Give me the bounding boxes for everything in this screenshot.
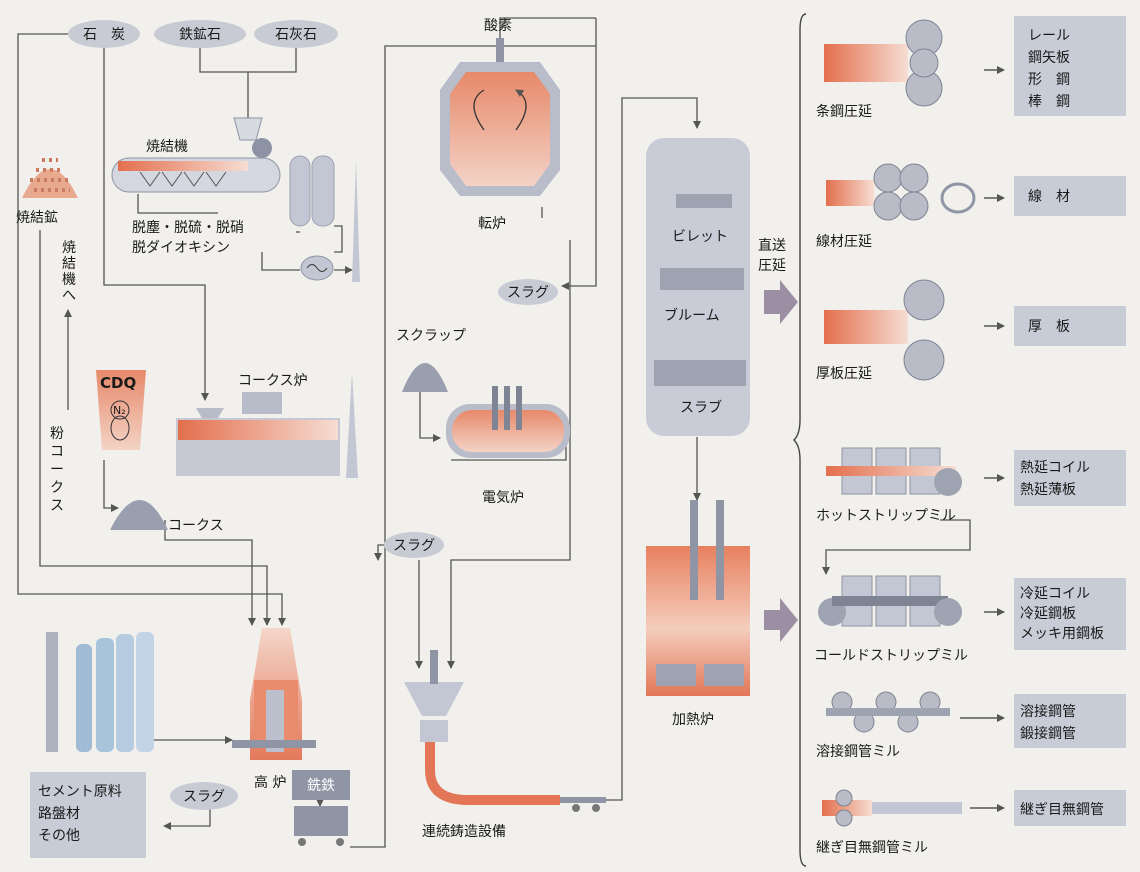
byproduct-2: 路盤材 <box>38 806 80 822</box>
coke-fines-4: ク <box>50 480 64 496</box>
mill-section-bar: 条鋼圧延 レール 鋼矢板 形 鋼 棒 鋼 <box>816 16 1126 120</box>
precipitator-1 <box>290 156 310 226</box>
billet-bar <box>676 194 732 208</box>
mill-name-2: 線材圧延 <box>816 234 872 250</box>
to-sinter-machine-3: 機 <box>62 272 76 288</box>
mill-name-1: 条鋼圧延 <box>816 103 872 120</box>
electric-furnace-label: 電気炉 <box>482 490 524 506</box>
coke-fines-2: コ <box>50 444 64 460</box>
blast-furnace-section: 高 炉 銑鉄 スラグ セメント原料 路盤材 その他 <box>30 628 350 858</box>
iron-ore-label: 鉄鉱石 <box>179 26 221 43</box>
product-5-3: メッキ用鋼板 <box>1020 626 1104 642</box>
pig-iron-label: 銑鉄 <box>307 777 335 794</box>
product-1-4: 棒 鋼 <box>1028 94 1070 110</box>
eaf-slag-label: スラグ <box>393 538 435 554</box>
continuous-casting-label: 連続鋳造設備 <box>422 823 506 840</box>
limestone-label: 石灰石 <box>275 27 317 43</box>
treatment-line2: 脱ダイオキシン <box>132 240 230 256</box>
mill-wire-rod: 線材圧延 線 材 <box>816 164 1126 250</box>
coke-oven-label: コークス炉 <box>238 373 308 389</box>
mill-plate: 厚板圧延 厚 板 <box>816 280 1126 382</box>
mill-name-4: ホットストリップミル <box>816 508 956 524</box>
tundish <box>404 682 464 716</box>
sinter-stack <box>352 160 360 282</box>
direct-rolling-1: 直送 <box>758 237 786 254</box>
sinter-hopper <box>234 118 262 140</box>
raw-materials: 石 炭 鉄鉱石 石灰石 <box>68 20 338 48</box>
coke-section: CDQ N₂ 粉 コ ー ク ス コークス コークス炉 <box>50 370 358 534</box>
steelmaking-section: 酸素 転炉 スラグ スクラップ 電気炉 スラグ 連続鋳造設備 <box>384 18 606 840</box>
product-1-1: レール <box>1028 28 1070 44</box>
treatment-line1: 脱塵・脱硫・脱硝 <box>132 219 244 236</box>
mill-cold-strip: コールドストリップミル 冷延コイル 冷延鋼板 メッキ用鋼板 <box>814 576 1126 664</box>
mill-list: 条鋼圧延 レール 鋼矢板 形 鋼 棒 鋼 線材圧延 線 材 厚板圧延 厚 板 <box>814 16 1126 856</box>
bloom-bar <box>660 268 744 290</box>
mill-name-7: 継ぎ目無鋼管ミル <box>816 840 928 856</box>
coke-oven-top <box>242 392 282 414</box>
product-4-1: 熱延コイル <box>1020 460 1090 476</box>
coke-fines-5: ス <box>50 498 64 514</box>
mill-name-5: コールドストリップミル <box>814 648 968 664</box>
to-sinter-machine-1: 焼 <box>62 240 76 256</box>
product-6-1: 溶接鋼管 <box>1020 703 1076 720</box>
semi-product-section: ビレット ブルーム スラブ 直送 圧延 加熱炉 <box>646 138 798 728</box>
coke-label: コークス <box>168 518 224 534</box>
n2-label: N₂ <box>113 404 126 417</box>
sintered-ore-label: 焼結鉱 <box>16 209 58 226</box>
slab-label: スラブ <box>680 399 722 416</box>
precipitator-2 <box>312 156 334 226</box>
product-1-2: 鋼矢板 <box>1028 50 1070 66</box>
to-sinter-machine-4: へ <box>62 288 76 304</box>
mill-seamless-pipe: 継ぎ目無鋼管ミル 継ぎ目無鋼管 <box>816 790 1126 856</box>
product-3-1: 厚 板 <box>1028 319 1070 335</box>
direct-rolling-2: 圧延 <box>758 258 786 274</box>
converter-slag-label: スラグ <box>507 285 549 301</box>
scrap-label: スクラップ <box>396 328 466 344</box>
blast-furnace-label: 高 炉 <box>254 774 286 791</box>
bloom-label: ブルーム <box>664 307 720 324</box>
product-2-1: 線 材 <box>1028 189 1070 205</box>
scrap-pile <box>402 363 448 392</box>
cdq-label: CDQ <box>100 374 136 392</box>
to-sinter-machine-2: 結 <box>62 256 76 272</box>
coke-fines-1: 粉 <box>50 426 64 442</box>
sinter-bed <box>118 161 248 171</box>
mills-brace <box>794 14 806 866</box>
product-4-2: 熱延薄板 <box>1020 482 1076 498</box>
byproduct-3: その他 <box>38 828 80 844</box>
coke-pile <box>110 500 168 530</box>
converter-label: 転炉 <box>478 216 506 232</box>
product-5-2: 冷延鋼板 <box>1020 606 1076 622</box>
billet-label: ビレット <box>672 229 728 245</box>
product-7-1: 継ぎ目無鋼管 <box>1020 802 1104 818</box>
oxygen-label: 酸素 <box>484 18 512 34</box>
coke-stack <box>346 372 358 478</box>
reheat-to-mill-arrow <box>764 598 798 642</box>
sintering-section: 焼結機 焼結鉱 脱塵・脱硫・脱硝 脱ダイオキシン 焼 結 機 へ <box>16 118 360 304</box>
reheating-furnace-label: 加熱炉 <box>672 712 714 728</box>
slab-bar <box>654 360 746 386</box>
product-5-1: 冷延コイル <box>1020 586 1090 602</box>
sinter-hopper-drum <box>252 138 272 158</box>
product-6-2: 鍛接鋼管 <box>1020 725 1076 742</box>
sinter-machine-label: 焼結機 <box>146 139 188 155</box>
mill-name-6: 溶接鋼管ミル <box>816 743 900 760</box>
mill-welded-pipe: 溶接鋼管ミル 溶接鋼管 鍛接鋼管 <box>816 692 1126 760</box>
coal-label: 石 炭 <box>83 27 125 43</box>
coke-charger <box>196 408 224 418</box>
cast-strand <box>430 742 560 800</box>
sintered-ore-pile <box>22 169 78 198</box>
mill-name-3: 厚板圧延 <box>816 366 872 382</box>
hot-stoves <box>46 632 154 752</box>
mill-hot-strip: ホットストリップミル 熱延コイル 熱延薄板 <box>816 448 1126 524</box>
coke-fines-3: ー <box>50 462 64 478</box>
bf-slag-label: スラグ <box>183 789 225 805</box>
byproduct-1: セメント原料 <box>38 784 122 800</box>
product-1-3: 形 鋼 <box>1028 72 1070 88</box>
direct-rolling-arrow <box>764 280 798 324</box>
